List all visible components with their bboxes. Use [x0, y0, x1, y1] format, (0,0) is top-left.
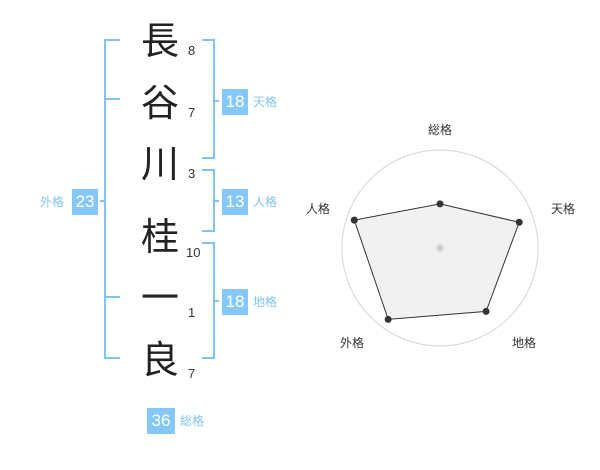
gaikaku-value-badge: 23 — [72, 189, 98, 215]
jinkaku-value-badge: 13 — [222, 189, 248, 215]
radar-data-area — [353, 203, 520, 320]
tenkaku-value-badge: 18 — [222, 89, 248, 115]
soukaku-value-badge: 36 — [147, 408, 175, 434]
name-char-4: 桂 — [140, 215, 179, 259]
stroke-count-5: 1 — [188, 305, 196, 320]
radar-point-4 — [384, 315, 392, 323]
stroke-count-6: 7 — [188, 366, 196, 381]
radar-point-3 — [482, 307, 490, 315]
jinkaku-label: 人格 — [253, 195, 278, 209]
name-char-1: 長 — [140, 19, 179, 63]
stroke-count-3: 3 — [188, 166, 196, 181]
radar-center-dot — [436, 244, 444, 252]
radar-axis-label-gaikaku: 外格 — [340, 336, 365, 350]
name-char-6: 良 — [140, 338, 179, 382]
chikaku-bracket — [202, 242, 219, 359]
gaikaku-label: 外格 — [40, 195, 65, 209]
soukaku-label: 総格 — [180, 414, 205, 428]
radar-axis-label-soukaku: 総格 — [428, 123, 453, 137]
chikaku-label: 地格 — [253, 295, 278, 309]
stroke-count-1: 8 — [188, 43, 196, 58]
stroke-count-4: 10 — [186, 245, 201, 260]
radar-point-2 — [515, 218, 523, 226]
tenkaku-label: 天格 — [253, 95, 278, 109]
radar-axis-label-chikaku: 地格 — [512, 336, 537, 350]
radar-axis-label-tenkaku: 天格 — [551, 202, 576, 216]
name-char-3: 川 — [140, 142, 179, 186]
stroke-count-2: 7 — [188, 105, 196, 120]
chikaku-value-badge: 18 — [222, 289, 248, 315]
tenkaku-bracket — [202, 39, 219, 159]
radar-points — [350, 200, 523, 323]
name-char-5: 一 — [140, 276, 179, 320]
gaikaku-bracket — [100, 39, 120, 359]
radar-point-5 — [350, 216, 358, 224]
name-char-2: 谷 — [140, 81, 179, 125]
jinkaku-bracket — [202, 169, 219, 232]
radar-axis-label-jinkaku: 人格 — [306, 202, 331, 216]
radar-point-1 — [436, 200, 444, 208]
